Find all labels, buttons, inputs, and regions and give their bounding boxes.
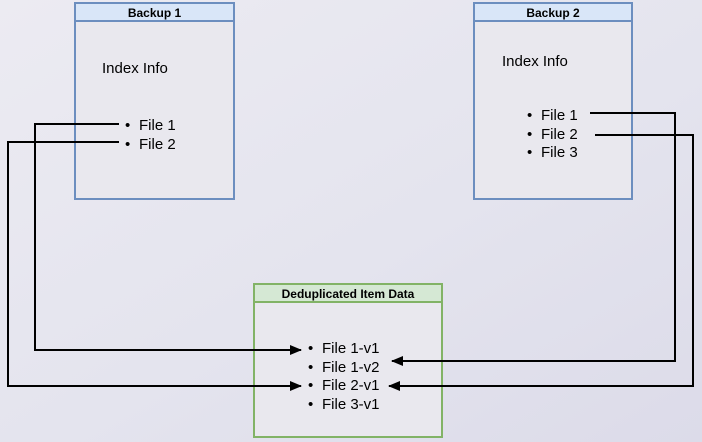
dedup-item-file3-v1: File 3-v1 xyxy=(308,396,380,415)
backup2-index-label: Index Info xyxy=(502,53,568,70)
dedup-box: Deduplicated Item Data File 1-v1 File 1-… xyxy=(253,283,443,438)
backup1-file-2: File 2 xyxy=(125,136,176,155)
backup1-title: Backup 1 xyxy=(76,4,233,22)
backup2-file-3: File 3 xyxy=(527,144,578,163)
backup1-file-list: File 1 File 2 xyxy=(125,117,176,154)
dedup-item-file1-v2: File 1-v2 xyxy=(308,359,380,378)
dedup-title: Deduplicated Item Data xyxy=(255,285,441,303)
backup1-index-label: Index Info xyxy=(102,60,168,77)
dedup-item-file2-v1: File 2-v1 xyxy=(308,377,380,396)
backup1-file-1: File 1 xyxy=(125,117,176,136)
backup2-box: Backup 2 Index Info File 1 File 2 File 3 xyxy=(473,2,633,200)
backup2-file-1: File 1 xyxy=(527,107,578,126)
backup1-box: Backup 1 Index Info File 1 File 2 xyxy=(74,2,235,200)
backup2-title: Backup 2 xyxy=(475,4,631,22)
backup2-file-list: File 1 File 2 File 3 xyxy=(527,107,578,163)
dedup-item-list: File 1-v1 File 1-v2 File 2-v1 File 3-v1 xyxy=(308,340,380,414)
dedup-item-file1-v1: File 1-v1 xyxy=(308,340,380,359)
backup2-file-2: File 2 xyxy=(527,126,578,145)
